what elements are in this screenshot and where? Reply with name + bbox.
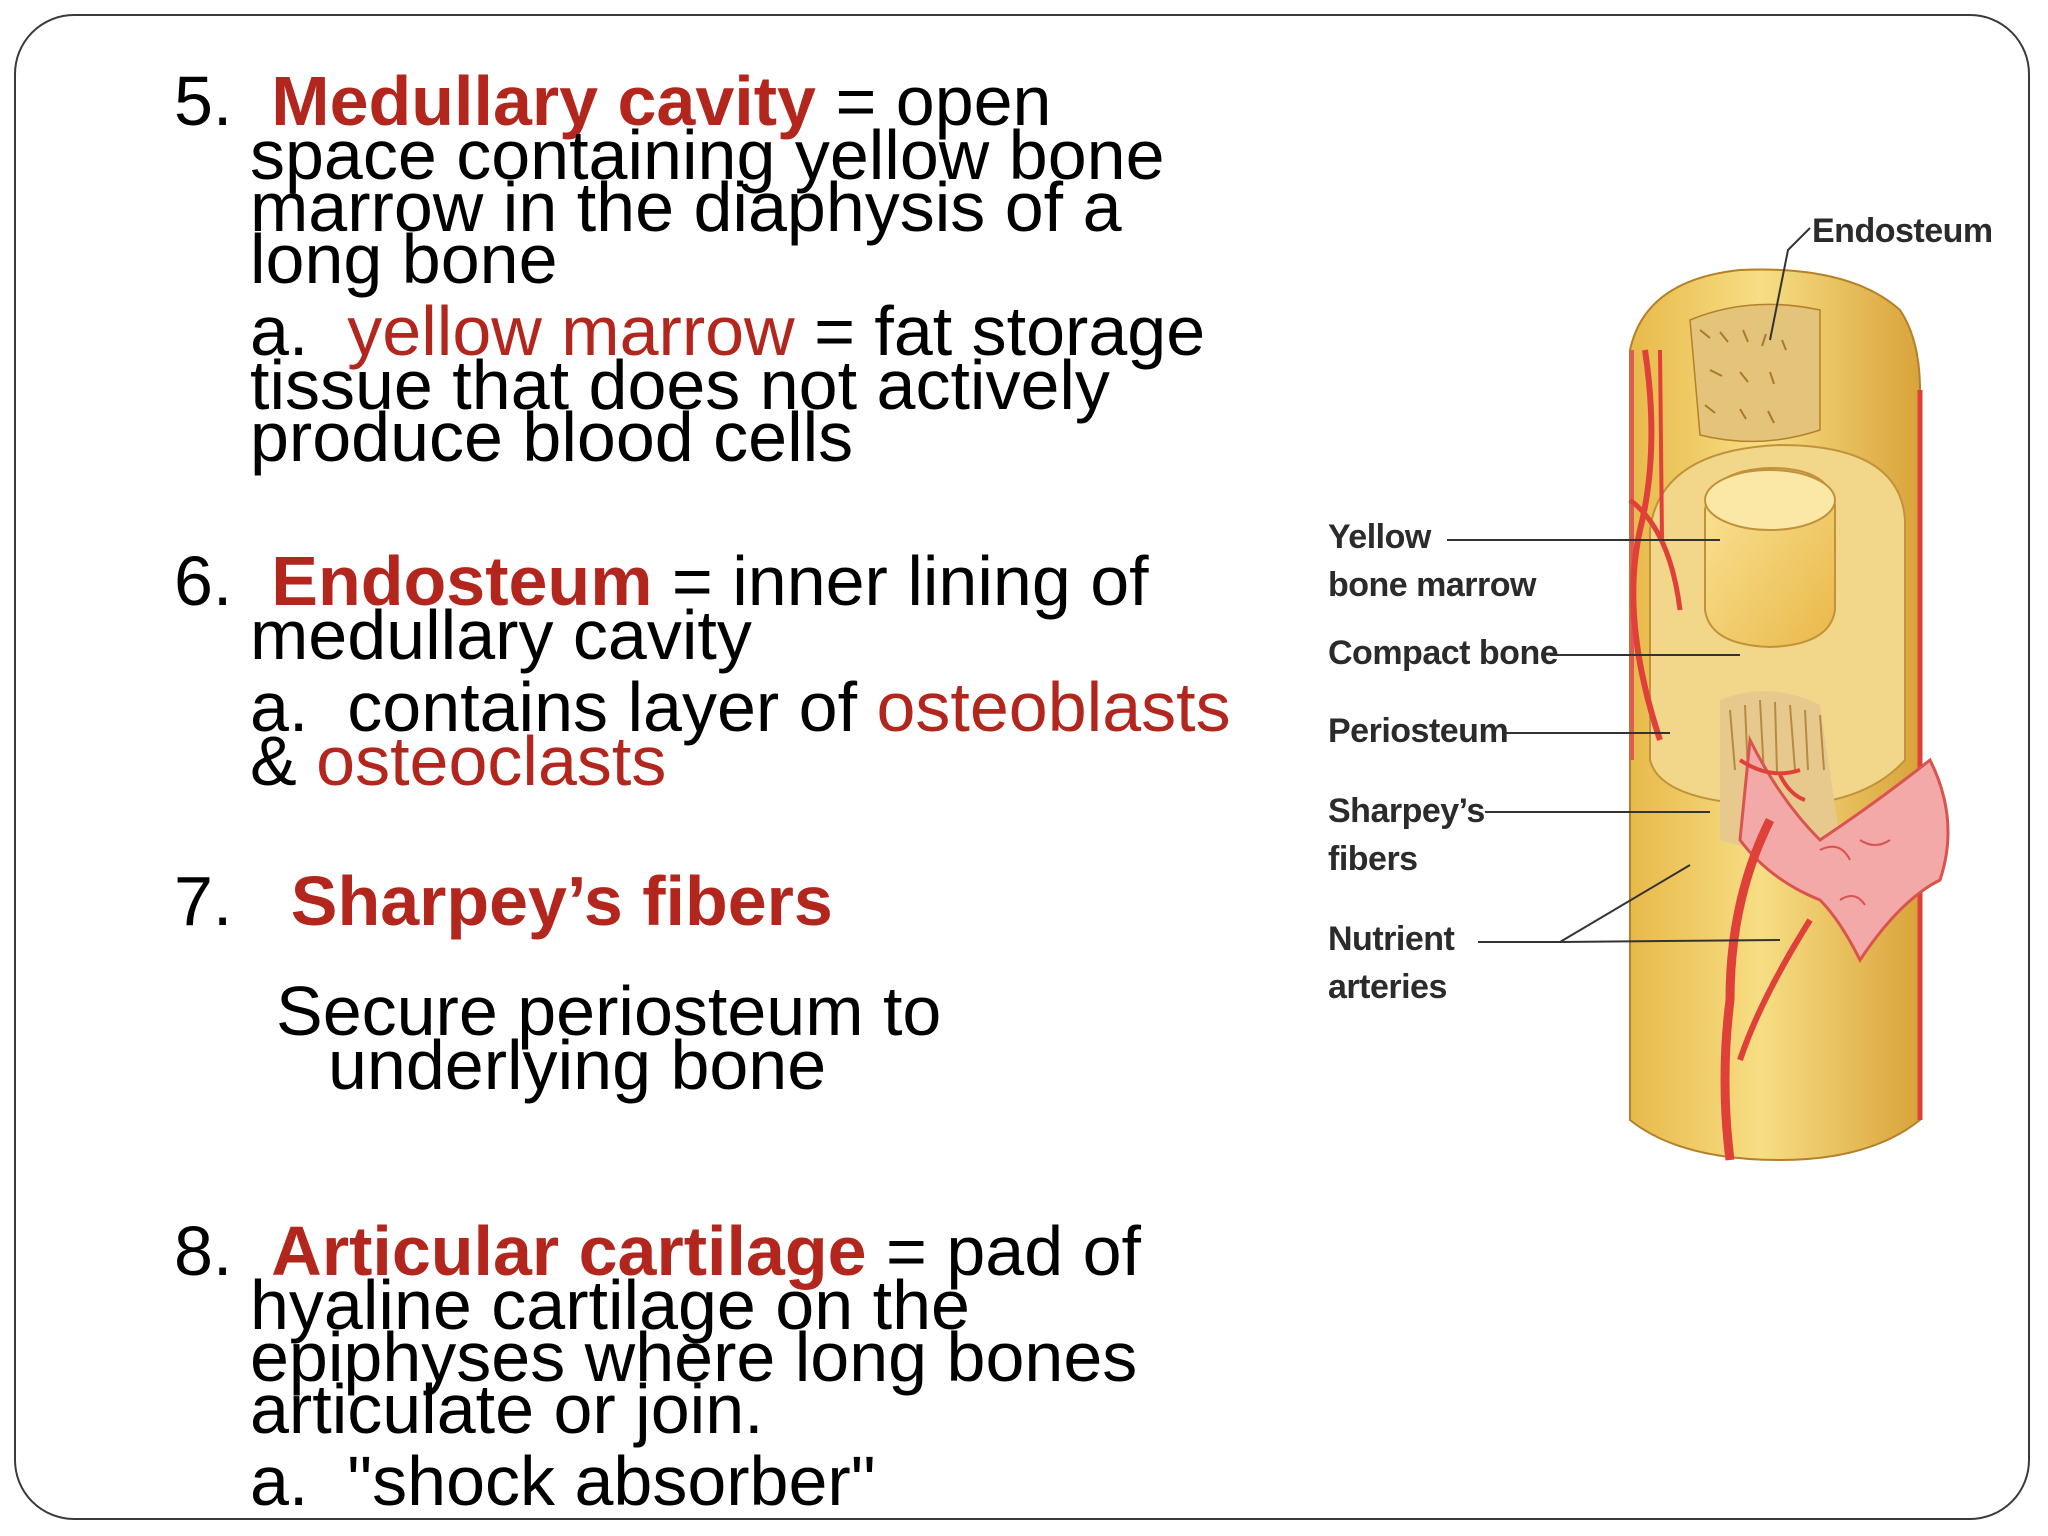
section-6-sub-amp: & [250, 722, 297, 800]
label-nutrient: Nutrient [1328, 920, 1455, 958]
section-6-heading: 6. Endosteum = inner lining of [174, 546, 1149, 616]
section-5-sub-def-line: produce blood cells [250, 398, 854, 476]
nutrient-artery-1 [1630, 349, 1663, 741]
section-8-def-line: articulate or join. [250, 1370, 764, 1448]
section-8-sub: a. "shock absorber" [250, 1446, 876, 1516]
section-6-sub-line-2: & osteoclasts [250, 726, 666, 796]
section-5-def-line: long bone [250, 220, 558, 298]
text-content: 5. Medullary cavity = open space contain… [174, 66, 1231, 1516]
section-8-sub-text: "shock absorber" [347, 1442, 876, 1520]
section-8-def-first: = pad of [886, 1212, 1141, 1290]
nutrient-artery-branch [1737, 918, 1813, 1061]
section-5-sub-prefix: a. [250, 292, 309, 370]
section-8-sub-prefix: a. [250, 1442, 309, 1520]
leader-lines [1447, 227, 1811, 943]
section-5-heading: 5. Medullary cavity = open [174, 66, 1052, 136]
section-7-number: 7. [174, 862, 233, 940]
nutrient-artery-main [1720, 817, 1775, 1161]
section-8-heading: 8. Articular cartilage = pad of [174, 1216, 1141, 1286]
nutrient-artery-3 [1628, 498, 1683, 611]
spongy-bone [1689, 303, 1821, 443]
long-bone-illustration [1447, 227, 1950, 1162]
label-compact-bone: Compact bone [1328, 634, 1559, 672]
section-8-def-line: epiphyses where long bones [250, 1318, 1138, 1396]
section-7-term: Sharpey’s fibers [290, 862, 833, 940]
section-5-def-first: = open [835, 62, 1052, 140]
section-5-term: Medullary cavity [271, 62, 816, 140]
section-6-sub-text: contains layer of [347, 668, 858, 746]
nutrient-artery-2 [1658, 349, 1664, 541]
section-7-desc-line: Secure periosteum to [276, 972, 942, 1050]
section-5-def-line: space containing yellow bone [250, 116, 1165, 194]
label-arteries: arteries [1328, 968, 1447, 1006]
section-5-sub-def-first: = fat storage [814, 292, 1206, 370]
label-sharpeys: Sharpey’s [1328, 792, 1485, 830]
section-6-number: 6. [174, 542, 233, 620]
section-6-sub-term-osteoclasts: osteoclasts [316, 722, 667, 800]
section-5-def-line: marrow in the diaphysis of a [250, 168, 1122, 246]
section-7-heading: 7. Sharpey’s fibers [174, 866, 833, 936]
section-7-desc-line: underlying bone [328, 1026, 827, 1104]
section-6-sub-term-osteoblasts: osteoblasts [876, 668, 1231, 746]
label-fibers: fibers [1328, 840, 1418, 878]
periosteum-flap [1738, 734, 1950, 963]
label-bone-marrow: bone marrow [1328, 566, 1536, 604]
slide-frame [14, 14, 2030, 1520]
label-yellow: Yellow [1328, 518, 1431, 556]
section-8-term: Articular cartilage [271, 1212, 867, 1290]
section-5-sub-heading: a. yellow marrow = fat storage [250, 296, 1205, 366]
section-5-sub-def-line: tissue that does not actively [250, 346, 1110, 424]
label-endosteum: Endosteum [1812, 212, 1993, 250]
section-6-def-line: medullary cavity [250, 596, 752, 674]
section-6-sub-heading: a. contains layer of osteoblasts [250, 672, 1231, 742]
label-periosteum: Periosteum [1328, 712, 1509, 750]
section-5-sub-term: yellow marrow [347, 292, 795, 370]
long-bone-diagram: Endosteum Yellow bone marrow Compact bon… [1300, 200, 2040, 1180]
section-8-def-line: hyaline cartilage on the [250, 1266, 970, 1344]
section-6-def-first: = inner lining of [671, 542, 1149, 620]
artery-branch-small [1738, 758, 1806, 802]
section-5-number: 5. [174, 62, 233, 140]
section-6-sub-prefix: a. [250, 668, 309, 746]
yellow-marrow-top [1704, 469, 1836, 531]
section-6-term: Endosteum [271, 542, 653, 620]
section-8-number: 8. [174, 1212, 233, 1290]
